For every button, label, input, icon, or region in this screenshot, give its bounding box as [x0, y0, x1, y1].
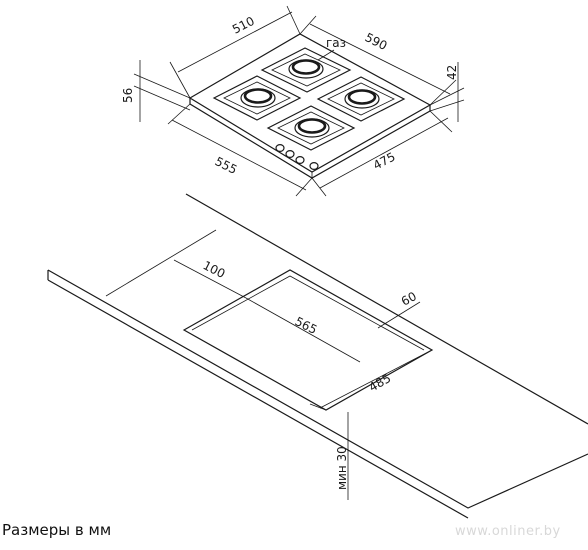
dim-510-label: 510 [230, 14, 257, 37]
burner-back [260, 47, 352, 93]
watermark: www.onliner.by [455, 524, 561, 539]
burner-left [212, 75, 302, 121]
dim-510: 510 [169, 5, 301, 99]
dim-min-30: мин 30 [335, 412, 349, 500]
dim-60-label: 60 [399, 289, 419, 309]
knob-1 [275, 144, 285, 153]
knob-2 [285, 150, 295, 159]
burner-right [316, 76, 406, 122]
dim-590-label: 590 [363, 30, 390, 53]
burner-front [266, 105, 356, 151]
worktop-front-edge [47, 269, 588, 509]
dim-42: 42 [429, 62, 465, 122]
cutout-drawing: 100 60 565 485 мин 30 [47, 193, 588, 519]
control-knobs [275, 144, 319, 171]
knob-4 [309, 162, 319, 171]
dim-42-label: 42 [445, 65, 459, 80]
dim-565: 565 [245, 297, 361, 363]
gas-connection: газ [317, 36, 346, 61]
worktop-back-edge [185, 193, 588, 425]
dim-min-30-label: мин 30 [335, 446, 349, 490]
side-reference-line [105, 229, 217, 297]
dim-475-label: 475 [371, 150, 398, 173]
hob-top-surface [188, 33, 432, 173]
dim-56: 56 [121, 60, 191, 122]
dim-485: 485 [309, 349, 433, 411]
dim-555-label: 555 [213, 154, 240, 177]
dim-56-label: 56 [121, 88, 135, 103]
dim-100-label: 100 [201, 258, 228, 281]
dim-565-label: 565 [293, 314, 320, 337]
dim-100: 100 [173, 258, 247, 299]
knob-3 [295, 156, 305, 165]
dim-60: 60 [377, 289, 421, 329]
worktop-front-lower-edge [47, 279, 469, 519]
hob-drawing: 510 590 газ 56 42 [121, 5, 465, 197]
dim-555: 555 [167, 103, 313, 197]
dim-475: 475 [311, 110, 453, 197]
cutout-inner-wall [191, 275, 425, 351]
gas-label: газ [326, 36, 346, 50]
cutout-opening [182, 269, 434, 411]
units-caption: Размеры в мм [2, 521, 112, 539]
